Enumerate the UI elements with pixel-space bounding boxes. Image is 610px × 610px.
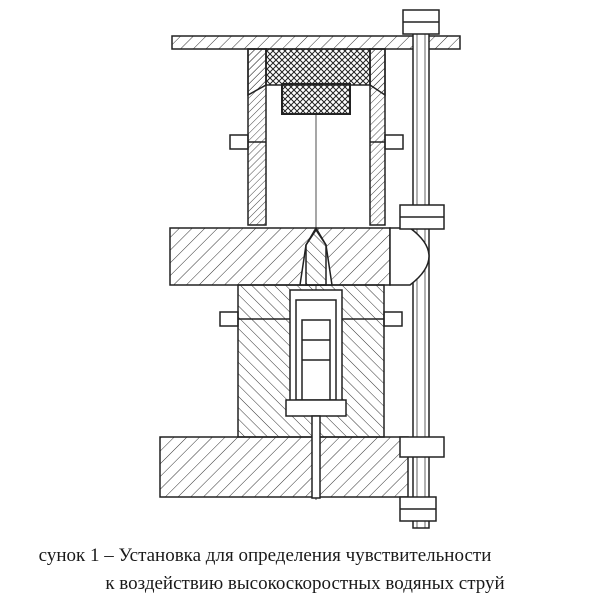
rod-nut-lower: [399, 436, 445, 458]
cylinder-top-flange: [247, 48, 386, 97]
sample-block: [281, 83, 351, 115]
figure-caption-line1: сунок 1 – Установка для определения чувс…: [38, 545, 492, 566]
nozzle-insert: [305, 228, 327, 286]
left-bolt: [229, 134, 266, 150]
base-plate: [159, 436, 409, 498]
lower-right-bolt: [342, 311, 403, 327]
apparatus-drawing: [159, 9, 461, 529]
drain-channel: [311, 415, 321, 499]
rod-clamp: [389, 227, 430, 286]
lower-left-bolt: [219, 311, 290, 327]
figure-caption-line2: к воздействию высокоскоростных водяных с…: [105, 573, 505, 594]
bore-bottom: [285, 399, 347, 417]
middle-plate: [169, 227, 391, 286]
elastic-pad: [265, 48, 371, 86]
right-bolt: [370, 134, 404, 150]
